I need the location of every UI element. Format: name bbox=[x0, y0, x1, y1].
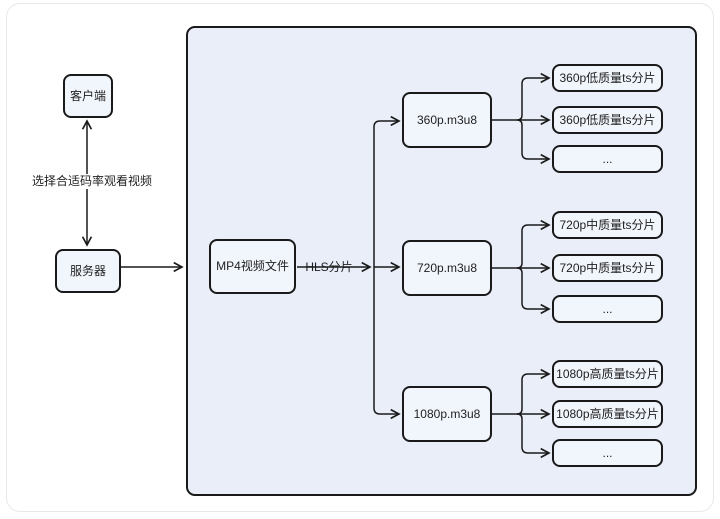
node-ts-360p-2: 360p低质量ts分片 bbox=[552, 106, 663, 134]
node-ts-1080p-more: ... bbox=[552, 439, 663, 467]
node-mp4-file: MP4视频文件 bbox=[209, 239, 296, 294]
node-m3u8-360p: 360p.m3u8 bbox=[402, 92, 492, 148]
node-ts-1080p-2: 1080p高质量ts分片 bbox=[552, 400, 663, 428]
node-server: 服务器 bbox=[55, 249, 121, 293]
node-ts-360p-1: 360p低质量ts分片 bbox=[552, 64, 663, 92]
node-m3u8-1080p: 1080p.m3u8 bbox=[402, 386, 492, 442]
edge-label-hls-split: HLS分片 bbox=[305, 260, 353, 274]
node-client: 客户端 bbox=[63, 74, 113, 118]
node-ts-720p-2: 720p中质量ts分片 bbox=[552, 254, 663, 282]
node-ts-720p-more: ... bbox=[552, 295, 663, 323]
node-ts-1080p-1: 1080p高质量ts分片 bbox=[552, 360, 663, 388]
node-ts-360p-more: ... bbox=[552, 145, 663, 173]
node-ts-720p-1: 720p中质量ts分片 bbox=[552, 211, 663, 239]
diagram-card: 客户端 服务器 选择合适码率观看视频 HLS分片 MP4视频文件 360p.m3… bbox=[6, 3, 714, 512]
edge-label-choose-bitrate: 选择合适码率观看视频 bbox=[29, 174, 155, 189]
node-m3u8-720p: 720p.m3u8 bbox=[402, 240, 492, 296]
